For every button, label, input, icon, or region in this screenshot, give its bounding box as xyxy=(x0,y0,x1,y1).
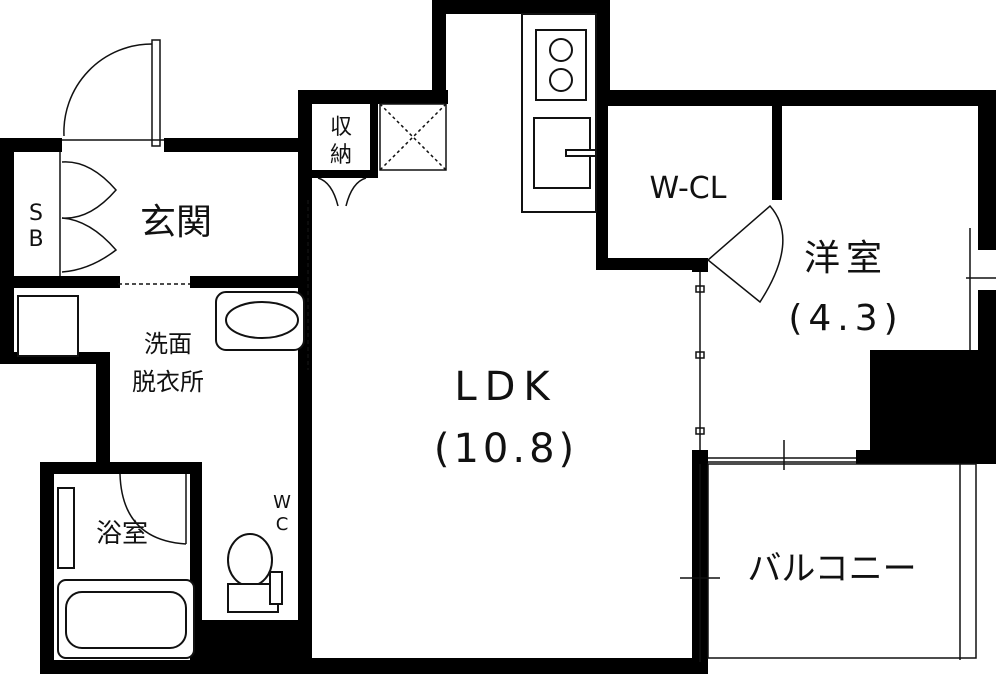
room-label-ldk-size: (10.8) xyxy=(434,426,578,472)
room-label-washroom-2: 脱衣所 xyxy=(132,368,204,396)
room-label-sb-s: S xyxy=(29,201,43,226)
room-label-genkan: 玄関 xyxy=(140,202,212,243)
toilet xyxy=(227,533,283,613)
room-label-western-size: (4.3) xyxy=(788,298,903,339)
room-label-storage-2: 納 xyxy=(330,143,352,168)
room-label-sb-b: B xyxy=(28,227,43,252)
interior-walls xyxy=(0,90,782,674)
washbasin xyxy=(215,291,305,351)
room-label-wc-w: W xyxy=(273,492,291,513)
room-label-wcl: W-CL xyxy=(650,171,727,206)
room-label-ldk: LDK xyxy=(454,364,557,410)
bathtub xyxy=(57,487,195,659)
room-label-wc-c: C xyxy=(276,514,289,535)
room-label-washroom-1: 洗面 xyxy=(144,330,192,358)
room-label-balcony: バルコニー xyxy=(747,549,916,589)
kitchen-counter xyxy=(521,13,597,213)
detail-lines xyxy=(59,39,996,662)
room-label-storage-1: 収 xyxy=(330,115,352,140)
room-label-bath: 浴室 xyxy=(96,519,148,549)
washing-machine-space xyxy=(17,295,79,357)
room-label-western: 洋室 xyxy=(804,238,888,279)
